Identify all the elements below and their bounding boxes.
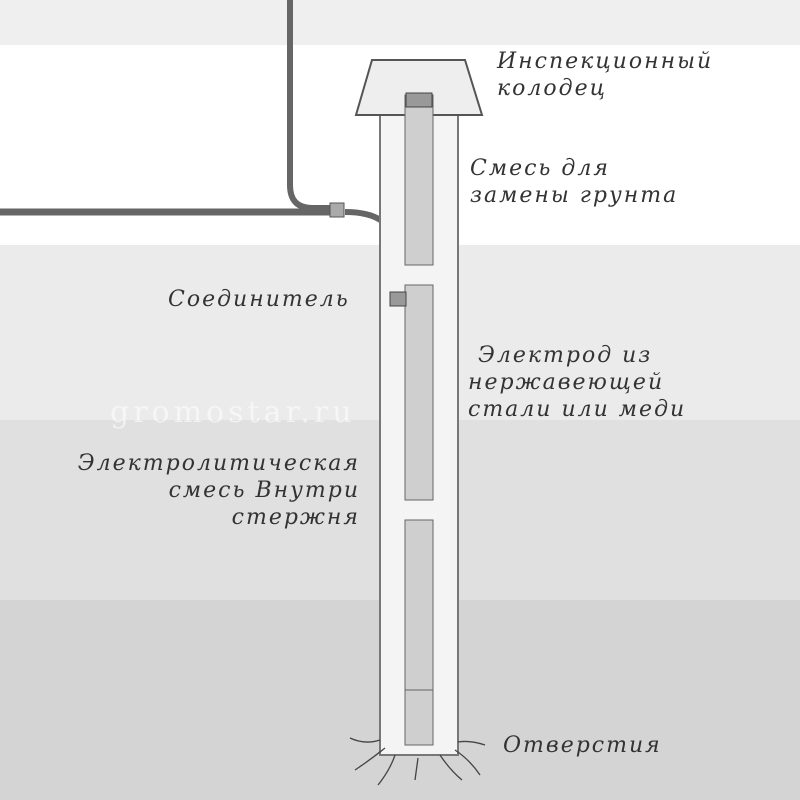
- electrode-rod: [404, 94, 434, 266]
- electrode-rod-segment: [404, 284, 434, 501]
- inspection-well: [354, 59, 484, 116]
- cable-clamp: [329, 202, 345, 218]
- label-line: стержня: [231, 505, 360, 530]
- label-electrode: Электрод из нержавеющей стали или меди: [468, 342, 686, 423]
- label-line: Инспекционный: [497, 49, 714, 74]
- label-inspection-well: Инспекционный колодец: [497, 48, 713, 102]
- label-line: Электролитическая: [77, 451, 360, 476]
- rod-cap: [405, 92, 433, 108]
- watermark: gromostar.ru: [110, 395, 356, 430]
- label-line: смесь Внутри: [168, 478, 360, 503]
- label-line: стали или меди: [468, 397, 687, 422]
- connector-part: [389, 291, 407, 307]
- label-line: Электрод из: [478, 343, 653, 368]
- label-electrolyte: Электролитическая смесь Внутри стержня: [78, 450, 360, 531]
- label-connector: Соединитель: [168, 287, 350, 312]
- electrode-rod-segment: [404, 519, 434, 746]
- label-line: колодец: [497, 76, 607, 101]
- label-line: Смесь для: [470, 156, 610, 181]
- holes-cracks: [349, 737, 486, 786]
- label-holes: Отверстия: [503, 733, 662, 758]
- ground-cable: [287, 0, 335, 211]
- label-line: нержавеющей: [468, 370, 665, 395]
- sky-band: [0, 0, 800, 45]
- label-backfill: Смесь для замены грунта: [470, 155, 678, 209]
- label-line: замены грунта: [470, 183, 679, 208]
